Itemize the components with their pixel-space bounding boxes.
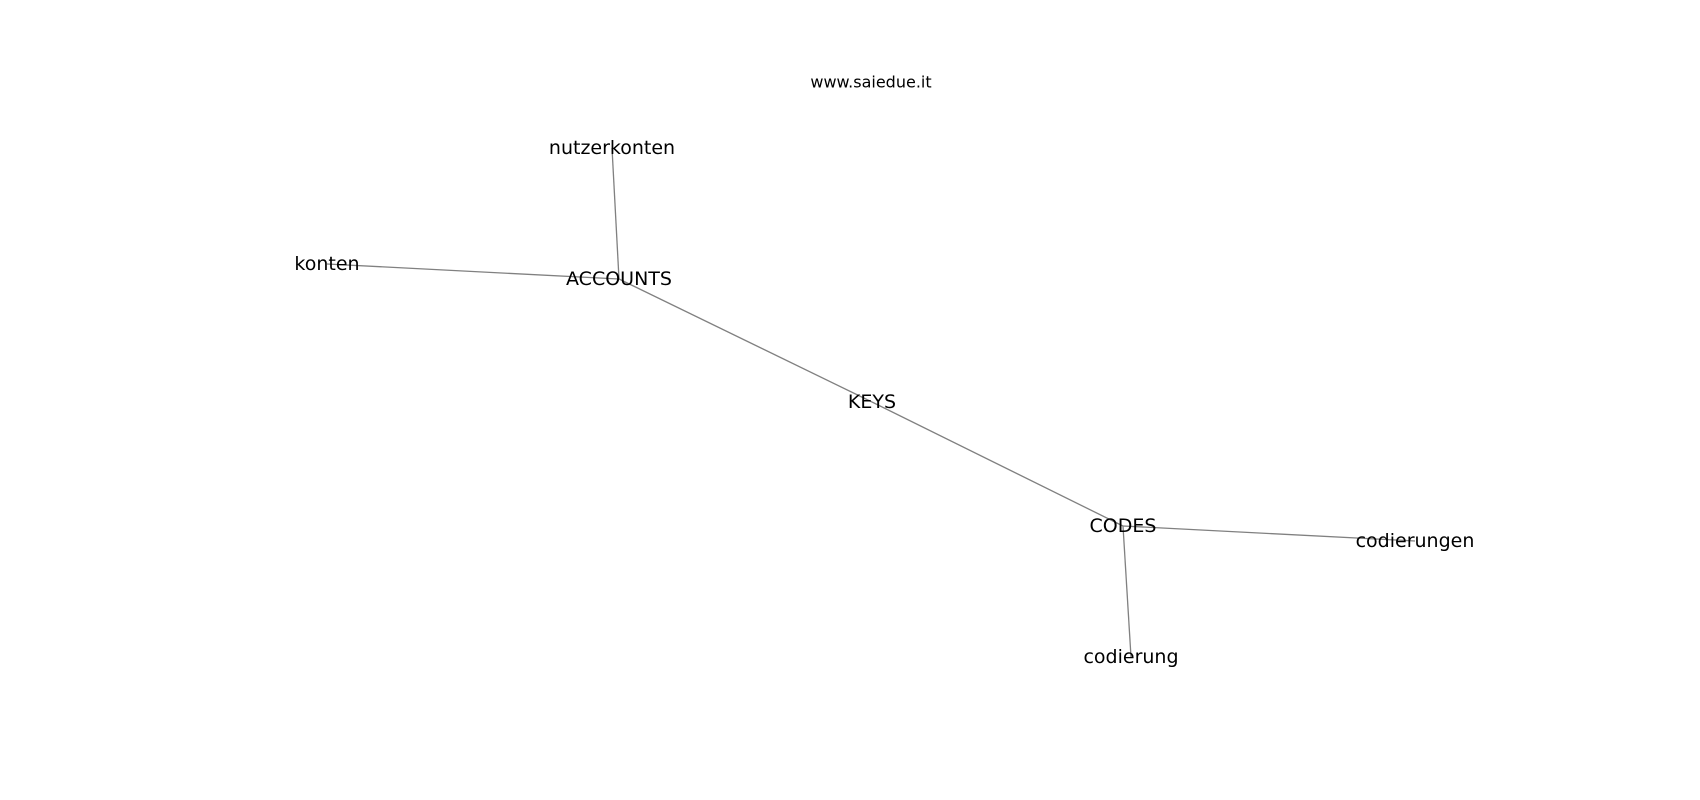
node-nutzerkonten: nutzerkonten	[549, 137, 675, 159]
node-konten: konten	[294, 253, 359, 275]
node-keys: KEYS	[848, 391, 896, 413]
edge-keys-accounts	[618, 278, 873, 403]
edge-codes-codierung	[1122, 525, 1132, 658]
edge-accounts-nutzerkonten	[611, 147, 620, 280]
edges-layer	[326, 147, 1416, 658]
edge-codes-codierungen	[1122, 525, 1416, 542]
edge-accounts-konten	[326, 263, 620, 280]
node-codes: CODES	[1090, 515, 1157, 537]
edge-keys-codes	[871, 401, 1124, 527]
watermark-text: www.saiedue.it	[810, 73, 931, 92]
nodes-layer: KEYS ACCOUNTS CODES nutzerkonten konten codie…	[294, 137, 1474, 668]
node-accounts: ACCOUNTS	[566, 268, 672, 290]
node-codierungen: codierungen	[1356, 530, 1475, 552]
node-codierung: codierung	[1083, 646, 1178, 668]
